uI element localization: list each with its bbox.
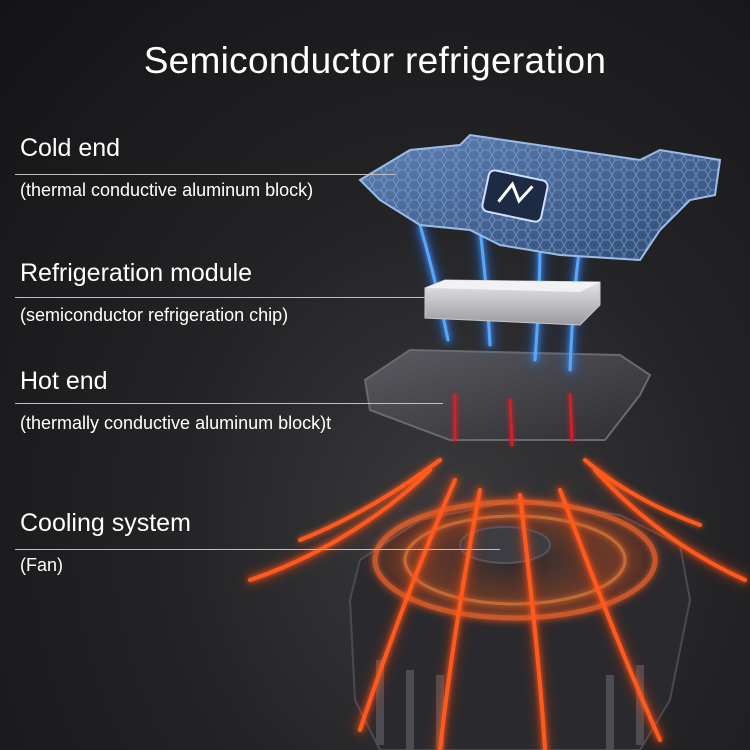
part-name: Refrigeration module (20, 259, 253, 287)
label-cooling-system: Cooling system (Fan) (20, 508, 191, 576)
part-detail: (Fan) (20, 555, 64, 575)
divider (15, 549, 500, 550)
part-detail: (semiconductor refrigeration chip) (20, 305, 289, 325)
divider (15, 174, 395, 175)
part-detail: (thermally conductive aluminum block)t (20, 413, 332, 433)
part-name: Cold end (20, 134, 121, 162)
divider (15, 297, 430, 298)
label-hot-end: Hot end (thermally conductive aluminum b… (20, 366, 331, 434)
refrigeration-chip (424, 279, 601, 326)
cold-end-plate (358, 133, 722, 262)
label-refrigeration-module: Refrigeration module (semiconductor refr… (20, 258, 288, 326)
label-cold-end: Cold end (thermal conductive aluminum bl… (20, 133, 313, 201)
part-name: Hot end (20, 367, 108, 395)
part-detail: (thermal conductive aluminum block) (20, 180, 314, 200)
part-name: Cooling system (20, 509, 191, 537)
heat-flow-lines (245, 393, 750, 750)
page-title: Semiconductor refrigeration (143, 40, 607, 81)
divider (15, 403, 443, 404)
brand-logo-icon (481, 169, 549, 223)
